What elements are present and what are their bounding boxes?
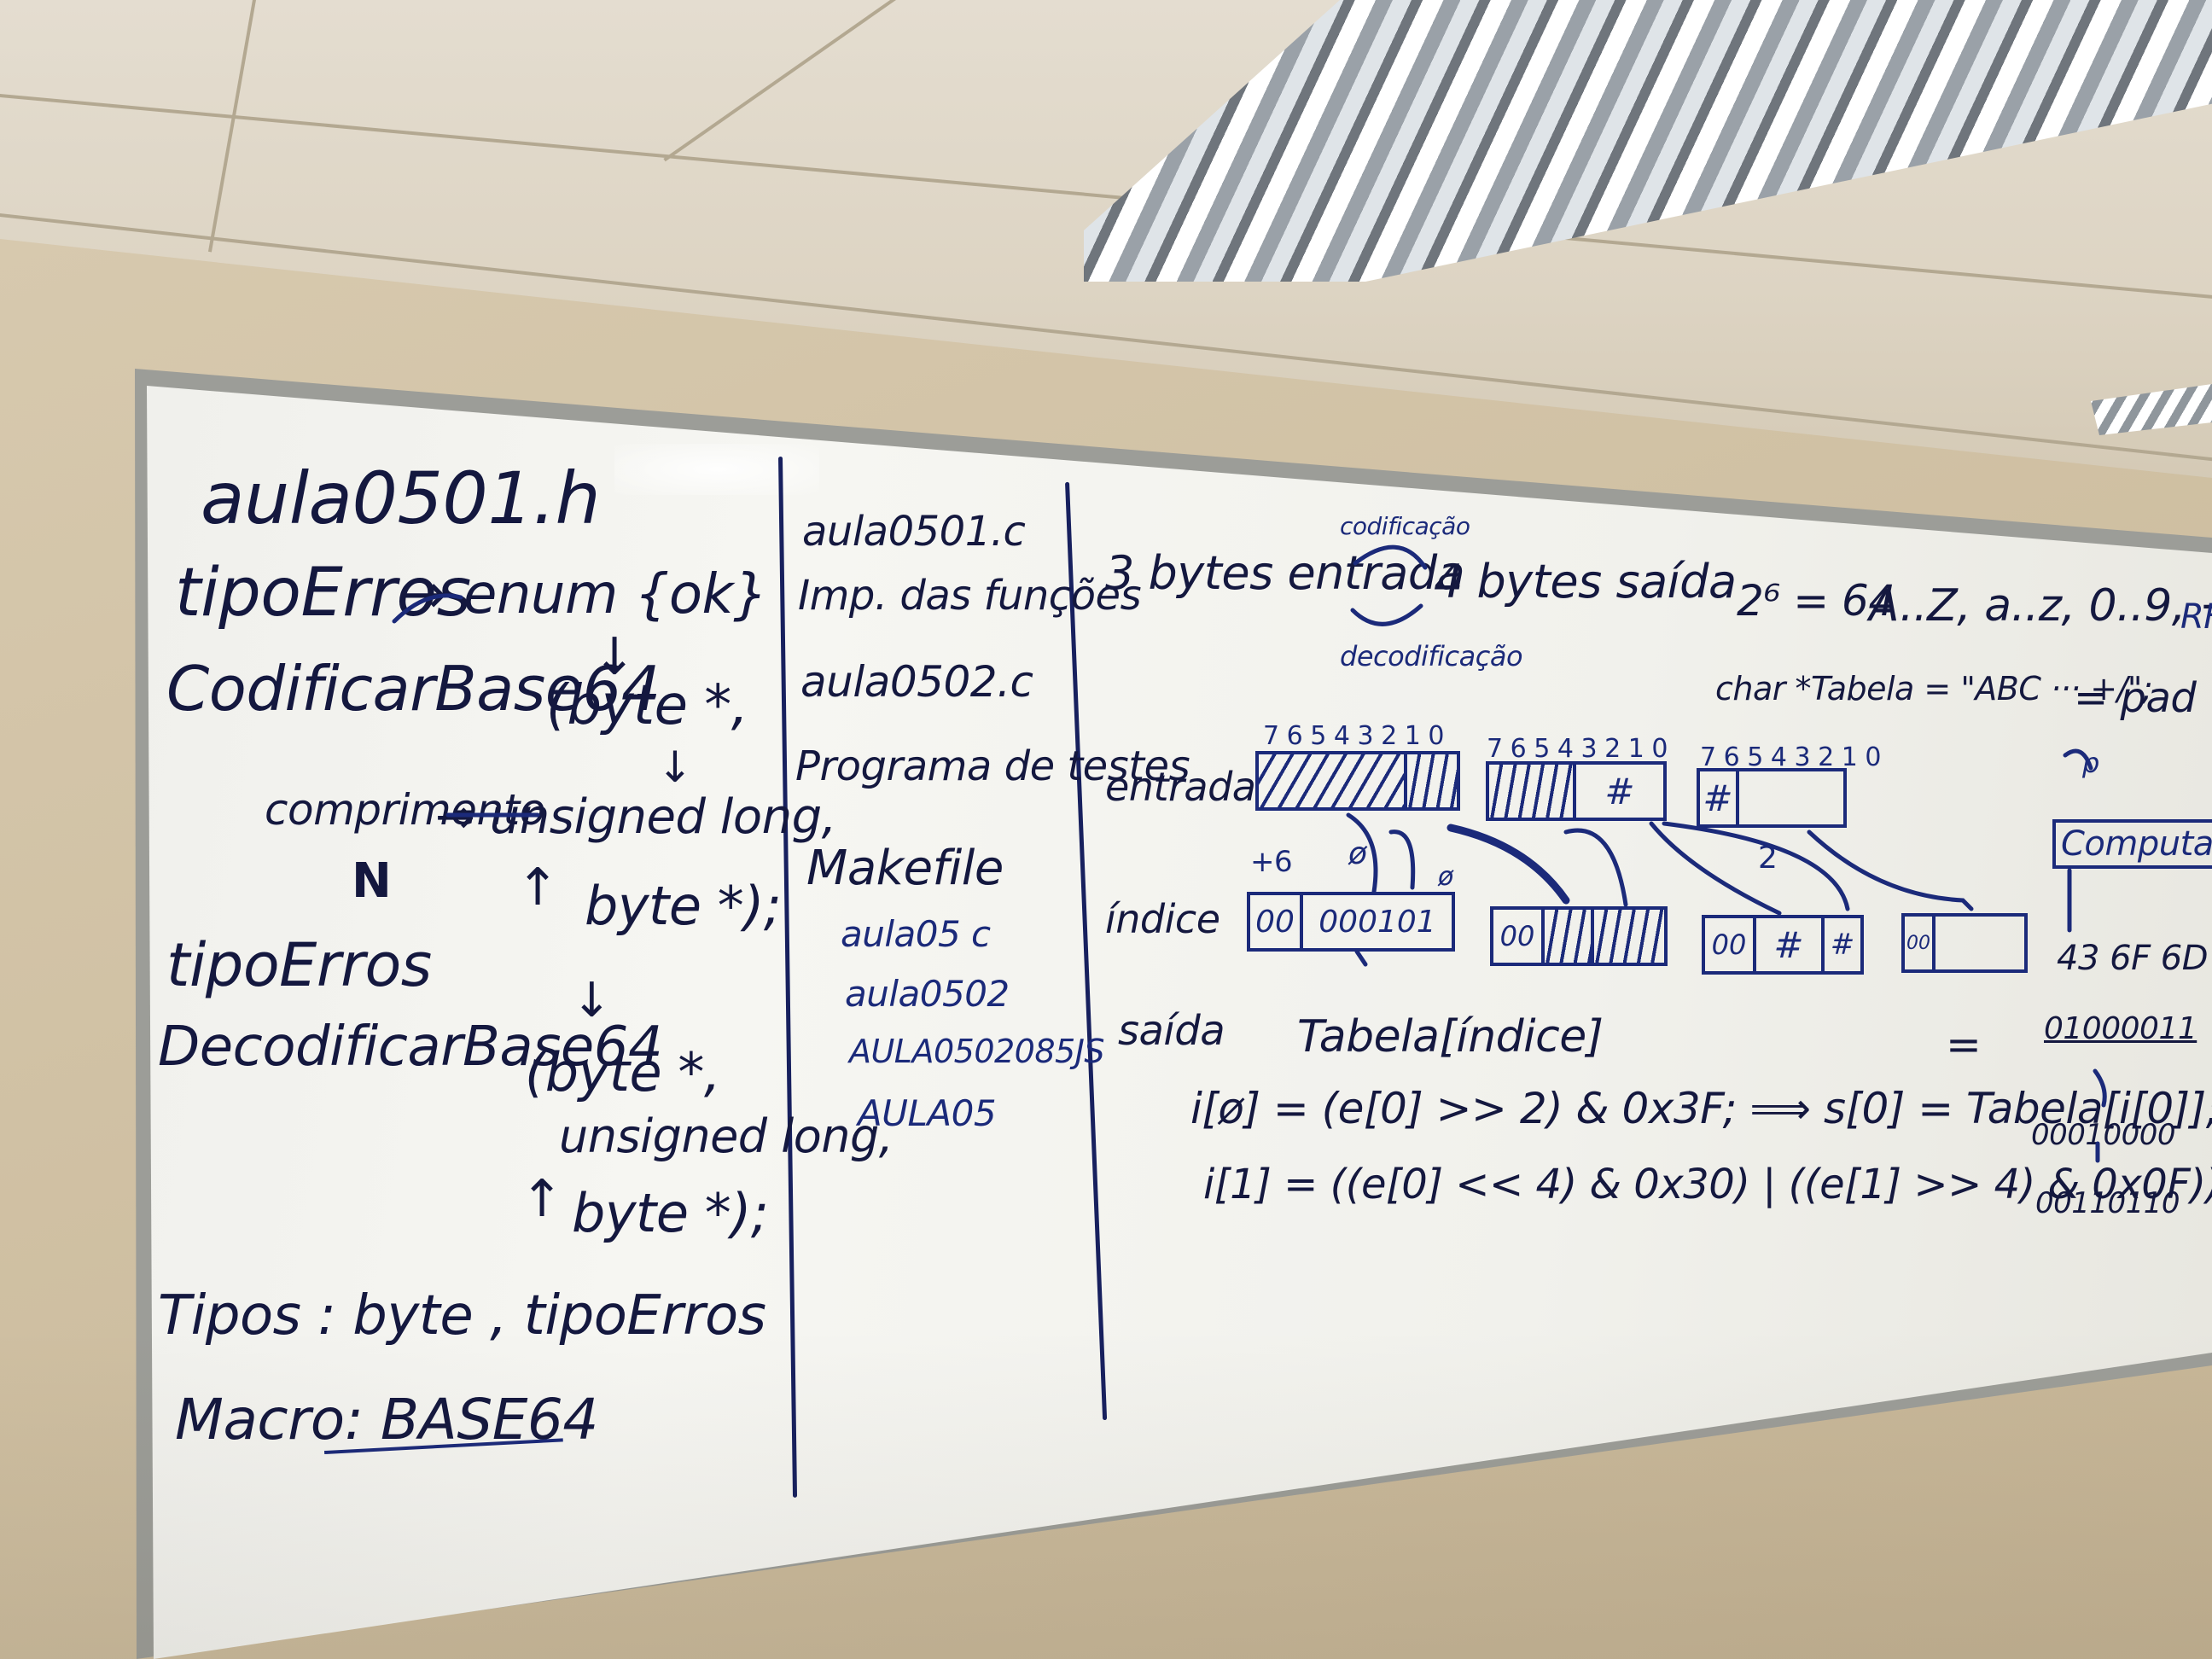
heading: 3 bytes entrada bbox=[1105, 546, 1465, 600]
label: N bbox=[352, 853, 392, 909]
bit-labels: 7 6 5 4 3 2 1 0 bbox=[1487, 734, 1668, 764]
binary: 00110110 bbox=[2035, 1186, 2180, 1220]
arrow bbox=[2093, 1068, 2107, 1108]
arrow-down: ↓ bbox=[593, 627, 636, 687]
bits-4: # bbox=[1573, 761, 1667, 821]
row-label: índice bbox=[1105, 896, 1220, 942]
type-name: tipoErros bbox=[166, 930, 432, 1000]
expression: Tabela[índice] bbox=[1297, 1011, 1604, 1062]
note: Programa de testes bbox=[795, 742, 1190, 790]
bits-6 bbox=[1255, 751, 1407, 811]
index-1: 00 bbox=[1490, 906, 1668, 966]
zero-label: ø bbox=[1348, 836, 1367, 871]
arrow bbox=[1447, 824, 1570, 905]
bits-2 bbox=[1404, 751, 1460, 811]
type-name: tipoErros bbox=[175, 555, 471, 632]
arrow bbox=[1807, 830, 1974, 911]
arrow bbox=[1350, 603, 1423, 626]
label: codificação bbox=[1340, 512, 1470, 540]
arrow bbox=[1346, 812, 1378, 894]
make-target: AULA0502085JS bbox=[849, 1033, 1105, 1070]
input-byte-1: # bbox=[1486, 761, 1667, 821]
arrow bbox=[1388, 830, 1416, 890]
arrow bbox=[1649, 821, 1782, 916]
equation: i[1] = ((e[0] << 4) & 0x30) | ((e[1] >> … bbox=[1203, 1161, 2212, 1208]
arrow bbox=[1353, 544, 1428, 570]
bits-4 bbox=[1591, 906, 1668, 966]
index-0: 00 000101 bbox=[1247, 892, 1455, 952]
file-name: aula0501.c bbox=[802, 508, 1026, 556]
bits-6 bbox=[1736, 768, 1847, 828]
function-name: DecodificarBase64 bbox=[158, 1016, 663, 1079]
code: char *Tabela = "ABC ··· +/"; bbox=[1715, 670, 2153, 707]
note: Imp. das funções bbox=[798, 572, 1142, 620]
label: RF bbox=[2180, 597, 2212, 637]
arrow-down: ↓ bbox=[657, 742, 693, 792]
arrow bbox=[1354, 949, 1368, 967]
arrow-up: ↑ bbox=[521, 1169, 563, 1229]
formula: A..Z, a..z, 0..9, +/ bbox=[1869, 580, 2212, 632]
example-word: Computação bbox=[2052, 819, 2212, 869]
make-target: aula05 c bbox=[841, 913, 991, 955]
shift-label: +6 bbox=[1250, 845, 1293, 879]
arrow-down: ↓ bbox=[572, 973, 612, 1028]
file-name: Makefile bbox=[806, 841, 1004, 896]
file-name: aula0502.c bbox=[800, 657, 1033, 707]
formula: 2⁶ = 64 bbox=[1737, 576, 1895, 626]
label: comprimento bbox=[265, 785, 545, 835]
index-3: 00 bbox=[1901, 913, 2028, 973]
value-bits: 000101 bbox=[1300, 892, 1455, 952]
bit-labels: 7 6 5 4 3 2 1 0 bbox=[1700, 742, 1881, 772]
param: (byte *, bbox=[546, 674, 748, 737]
label: decodificação bbox=[1340, 640, 1523, 672]
zero-label: ø bbox=[1438, 862, 1453, 892]
row-label: saída bbox=[1118, 1007, 1225, 1055]
header-filename: aula0501.h bbox=[201, 457, 601, 540]
hex-values: 43 6F 6D bbox=[2057, 939, 2209, 978]
enum-def: → enum {ok} bbox=[401, 563, 768, 626]
arrow bbox=[392, 593, 463, 624]
function-name: CodificarBase64 bbox=[166, 653, 661, 725]
make-target: aula0502 bbox=[845, 973, 1010, 1015]
input-byte-2: # bbox=[1697, 768, 1847, 828]
param: byte *); bbox=[585, 875, 782, 937]
param: byte *); bbox=[572, 1182, 769, 1244]
heading: 4 bytes saída bbox=[1434, 555, 1737, 608]
arrow-up: ↑ bbox=[516, 858, 559, 917]
param: (byte *, bbox=[525, 1041, 721, 1103]
bits-6 bbox=[1932, 913, 2028, 973]
make-target: AULA05 bbox=[858, 1092, 997, 1134]
arrow bbox=[2063, 748, 2093, 771]
equation: i[ø] = (e[0] >> 2) & 0x3F; ⟹ s[0] = Tabe… bbox=[1190, 1084, 2212, 1133]
types-line: Tipos : byte , tipoErros bbox=[158, 1284, 766, 1348]
bit-labels: 7 6 5 4 3 2 1 0 bbox=[1263, 721, 1444, 751]
equals: = bbox=[1946, 1020, 1982, 1069]
input-byte-0 bbox=[1255, 751, 1460, 811]
binary: 01000011 bbox=[2044, 1011, 2197, 1046]
board-glare bbox=[614, 444, 819, 495]
bits-4 bbox=[1486, 761, 1576, 821]
bits-2: # bbox=[1697, 768, 1739, 828]
code: = pad bbox=[2074, 674, 2197, 722]
row-label: entrada bbox=[1105, 764, 1256, 810]
param: unsigned long, bbox=[559, 1109, 894, 1163]
arrow bbox=[1563, 828, 1628, 907]
arrow bbox=[1662, 821, 1850, 911]
bits-4: # bbox=[1753, 915, 1825, 975]
index-2: 00 # # bbox=[1702, 915, 1864, 975]
binary: 00010000 bbox=[2031, 1118, 2176, 1152]
bits-2: # bbox=[1821, 915, 1864, 975]
shift-label: 2 bbox=[1758, 841, 1778, 876]
